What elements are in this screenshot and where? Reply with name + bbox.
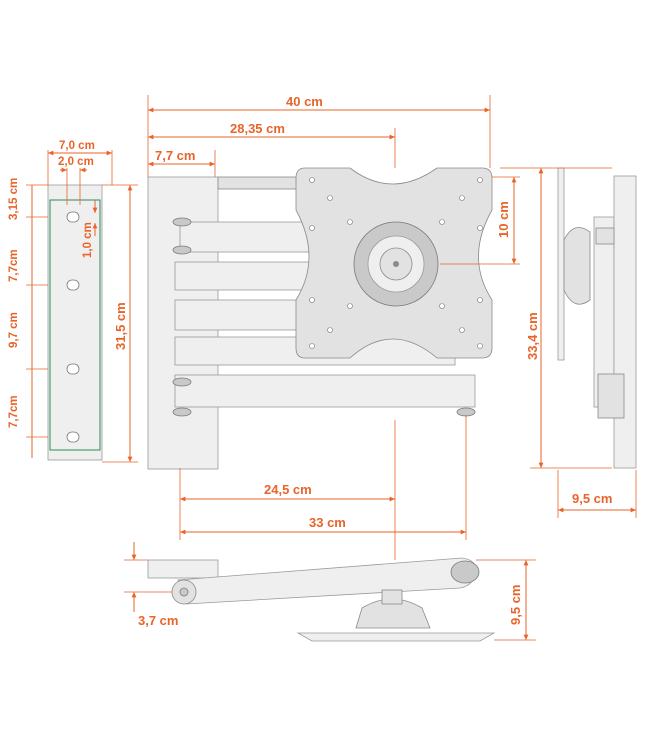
mounting-slot	[66, 363, 80, 375]
plate-center-offset-label: 28,35 cm	[230, 121, 285, 136]
top-view-offset-label: 3,7 cm	[138, 613, 178, 628]
wall-plate-width-label: 7,0 cm	[59, 140, 95, 152]
slot-pitch-2-label: 9,7 cm	[8, 312, 20, 348]
mounting-slot	[66, 211, 80, 223]
side-depth-label: 9,5 cm	[572, 491, 612, 506]
side-total-height-label: 33,4 cm	[525, 312, 540, 360]
wall-plate-front-view	[47, 184, 103, 461]
mount-front-view	[147, 167, 493, 470]
wall-plate-offset-label: 7,7 cm	[155, 148, 195, 163]
mounting-slot	[66, 431, 80, 443]
mount-top-view	[147, 557, 496, 642]
top-view-height-label: 9,5 cm	[508, 585, 523, 625]
arm-short-reach-label: 24,5 cm	[264, 482, 312, 497]
slot-pitch-1-label: 7,7cm	[8, 249, 20, 282]
mounting-slot	[66, 279, 80, 291]
vesa-height-offset-label: 10 cm	[496, 201, 511, 238]
mount-side-view	[557, 167, 637, 469]
slot-pitch-3-label: 7,7cm	[8, 395, 20, 428]
slot-spacing-label: 2,0 cm	[58, 156, 94, 168]
slot-length-label: 1,0 cm	[82, 222, 94, 258]
total-extension-label: 40 cm	[286, 94, 323, 109]
wall-plate-height-label: 31,5 cm	[113, 302, 128, 350]
top-offset-label: 3,15 cm	[8, 178, 20, 220]
arm-long-reach-label: 33 cm	[309, 515, 346, 530]
